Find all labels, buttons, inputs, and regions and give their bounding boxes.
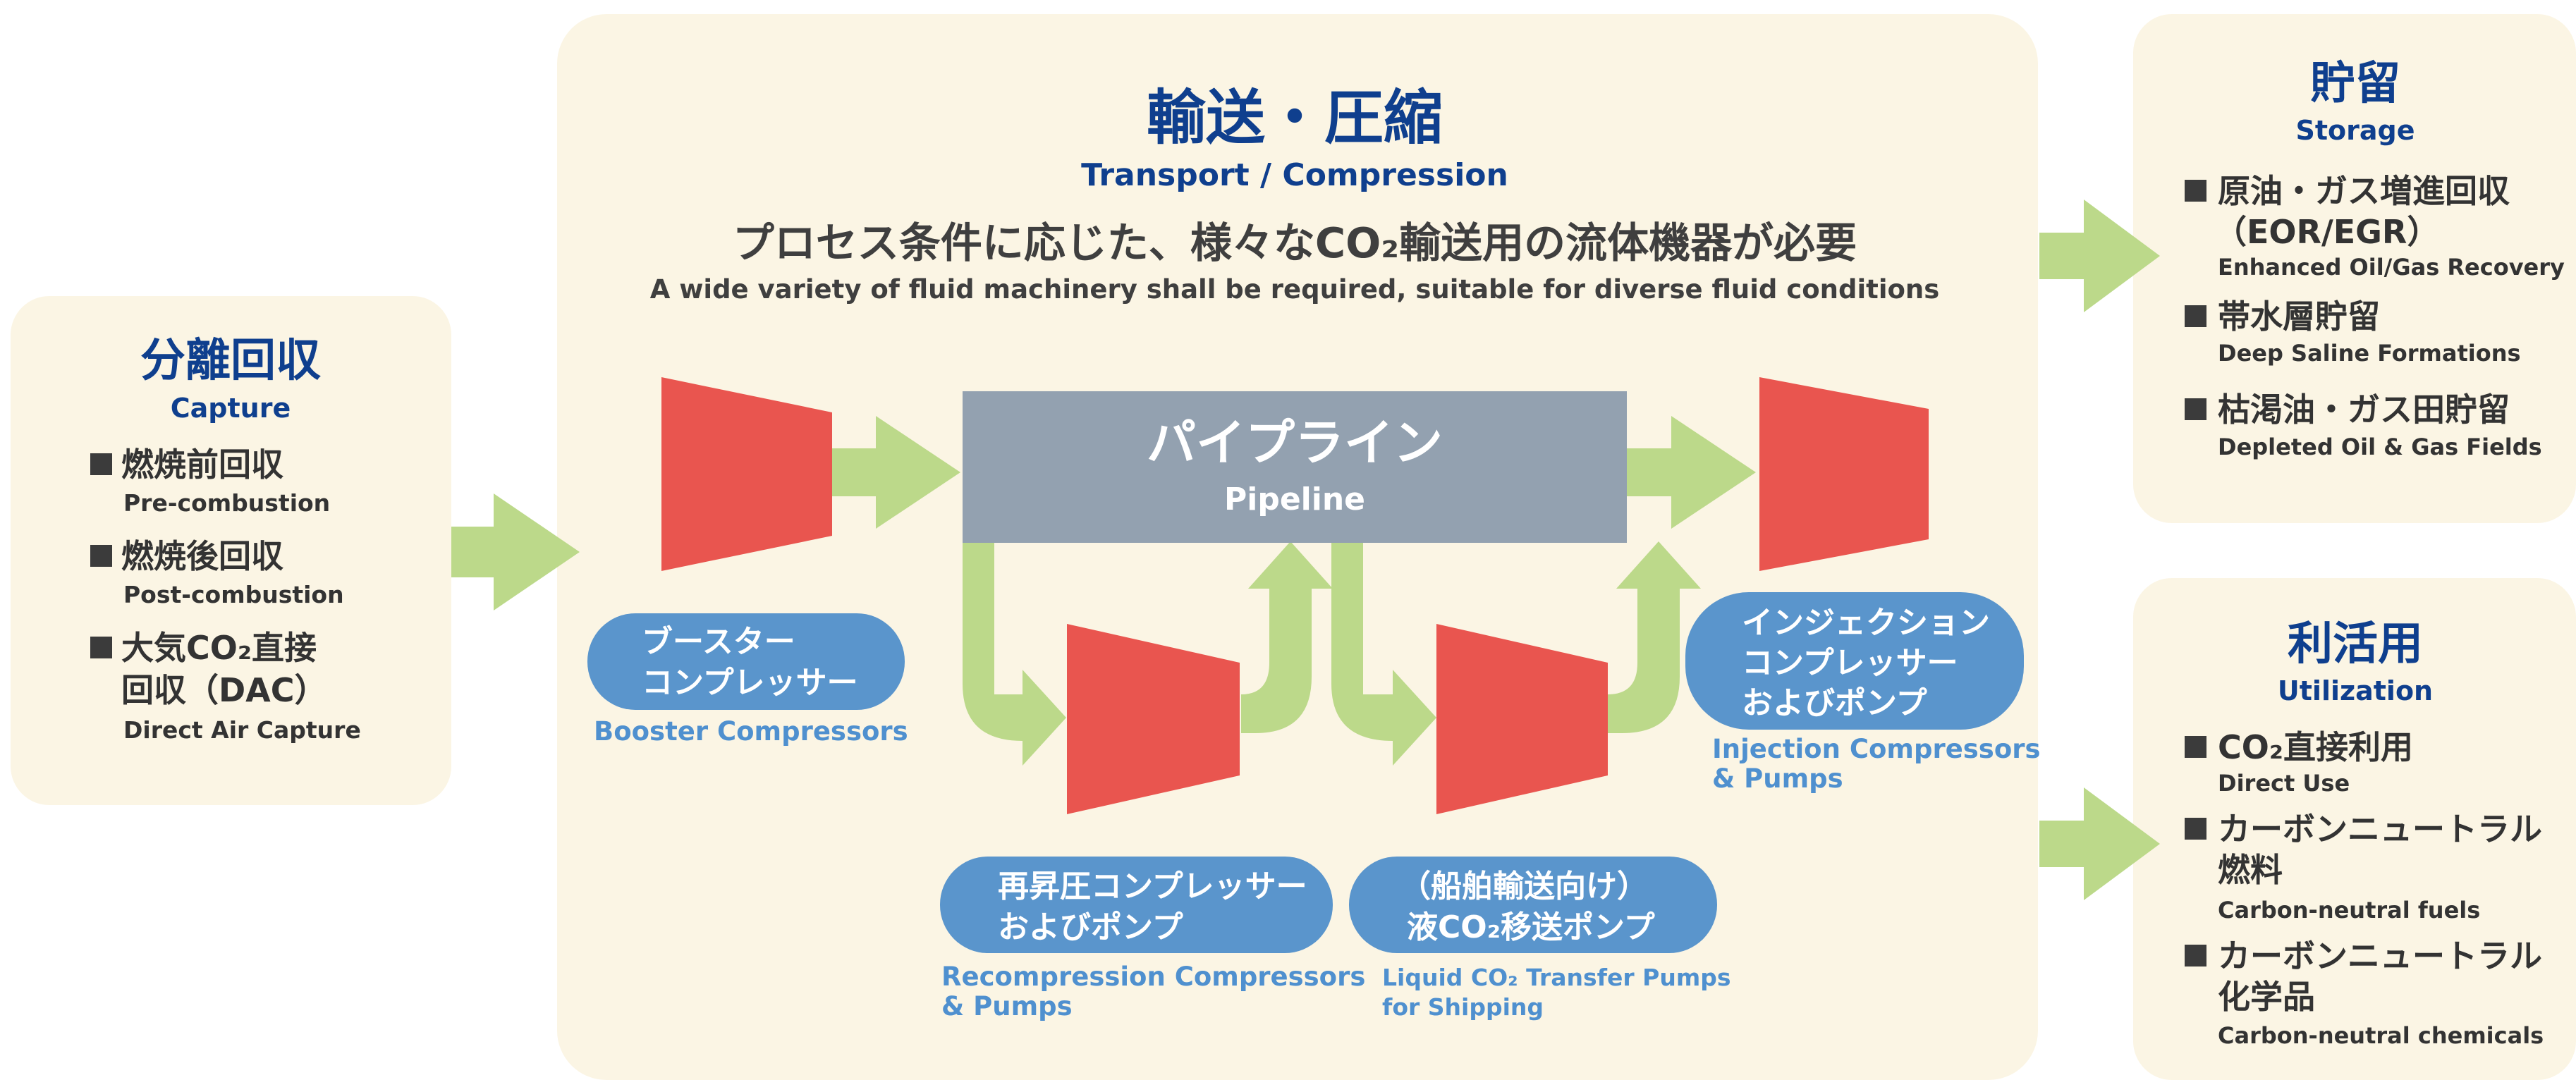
injection-pill-jp-line1: インジェクション <box>1742 605 1990 641</box>
capture-item-2-en: Post-combustion <box>123 581 344 608</box>
transport-subtitle: Transport / Compression <box>1081 157 1508 193</box>
pipeline-box <box>963 391 1627 543</box>
bullet-icon <box>90 637 112 658</box>
transfer-pump-pill <box>1349 857 1717 953</box>
capture-item-3-en: Direct Air Capture <box>123 716 361 744</box>
pipeline-to-transfer-pump-arrow <box>1331 543 1436 766</box>
recompression-to-pipeline-arrow <box>1241 541 1333 733</box>
transport-title: 輸送・圧縮 <box>1147 83 1443 152</box>
transport-headline-en: A wide variety of fluid machinery shall … <box>650 274 1940 305</box>
capture-subtitle: Capture <box>171 393 291 424</box>
capture-title: 分離回収 <box>140 335 321 387</box>
transport-to-storage-arrow <box>2039 200 2160 312</box>
capture-item-3-jp-line2: 回収（DAC） <box>121 671 327 709</box>
pipeline-label-jp: パイプライン <box>1147 414 1443 472</box>
capture-panel <box>11 296 451 805</box>
pipeline-label-en: Pipeline <box>1224 481 1365 517</box>
storage-item-3-jp: 枯渇油・ガス田貯留 <box>2218 391 2510 429</box>
injection-en-line1: Injection Compressors <box>1712 734 2041 764</box>
storage-item-1-jp-line1: 原油・ガス増進回収 <box>2218 172 2510 210</box>
utilization-item-1-jp: CO₂直接利用 <box>2218 728 2413 766</box>
bullet-icon <box>2185 180 2206 202</box>
storage-item-1-en: Enhanced Oil/Gas Recovery <box>2218 254 2565 281</box>
capture-item-3-jp-line1: 大気CO₂直接 <box>121 629 317 667</box>
transfer-pump-pill-jp-line1: （船舶輸送向け） <box>1400 869 1648 904</box>
recompression-en-line1: Recompression Compressors <box>941 962 1365 992</box>
transfer-pump-en-line2: for Shipping <box>1382 993 1544 1021</box>
transfer-pump-to-pipeline-arrow <box>1608 541 1701 733</box>
transfer-pump-pill-jp-line2: 液CO₂移送ポンプ <box>1407 909 1655 945</box>
booster-compressor-icon <box>661 377 832 571</box>
booster-pill <box>587 613 905 710</box>
utilization-panel <box>2133 578 2576 1080</box>
capture-to-transport-arrow <box>451 493 580 610</box>
booster-en-line1: Booster Compressors <box>594 716 908 747</box>
storage-item-3-en: Depleted Oil & Gas Fields <box>2218 434 2542 460</box>
utilization-item-1-en: Direct Use <box>2218 770 2350 797</box>
booster-pill-jp-line2: コンプレッサー <box>642 665 858 701</box>
pipeline-to-recompression-arrow <box>963 543 1066 766</box>
utilization-item-3-en: Carbon-neutral chemicals <box>2218 1022 2544 1049</box>
recompression-pill <box>940 857 1333 953</box>
bullet-icon <box>2185 945 2206 967</box>
injection-pill-jp-line3: およびポンプ <box>1742 685 1927 721</box>
bullet-icon <box>2185 305 2206 327</box>
recompression-compressor-icon <box>1067 624 1240 814</box>
bullet-icon <box>2185 818 2206 840</box>
recompression-en-line2: & Pumps <box>941 991 1073 1021</box>
utilization-title: 利活用 <box>2288 618 2423 670</box>
capture-item-1-en: Pre-combustion <box>123 489 330 517</box>
utilization-item-3-jp-line1: カーボンニュートラル <box>2218 937 2542 975</box>
booster-pill-jp-line1: ブースター <box>642 624 795 660</box>
booster-to-pipeline-arrow <box>831 416 960 529</box>
bullet-icon <box>2185 398 2206 420</box>
utilization-item-2-en: Carbon-neutral fuels <box>2218 897 2480 923</box>
bullet-icon <box>90 545 112 567</box>
storage-item-2-jp: 帯水層貯留 <box>2218 297 2380 336</box>
transport-headline-jp: プロセス条件に応じた、様々なCO₂輸送用の流体機器が必要 <box>733 219 1857 267</box>
transport-panel <box>557 14 2038 1080</box>
capture-item-1-jp: 燃焼前回収 <box>121 446 283 484</box>
storage-item-1-jp-line2: （EOR/EGR） <box>2214 213 2439 251</box>
bullet-icon <box>90 453 112 475</box>
storage-subtitle: Storage <box>2296 115 2415 146</box>
transport-to-utilization-arrow <box>2039 787 2160 900</box>
pipeline-to-injection-arrow <box>1627 416 1756 529</box>
utilization-subtitle: Utilization <box>2278 675 2433 706</box>
utilization-item-2-jp-line2: 燃料 <box>2218 851 2283 889</box>
bullet-icon <box>2185 736 2206 758</box>
injection-pill <box>1685 592 2024 730</box>
recompression-pill-jp-line2: およびポンプ <box>998 909 1183 945</box>
storage-item-2-en: Deep Saline Formations <box>2218 340 2521 367</box>
injection-en-line2: & Pumps <box>1712 763 1843 794</box>
transfer-pump-en-line1: Liquid CO₂ Transfer Pumps <box>1382 964 1730 991</box>
injection-pill-jp-line2: コンプレッサー <box>1742 645 1958 681</box>
capture-item-2-jp: 燃焼後回収 <box>121 537 283 575</box>
utilization-item-2-jp-line1: カーボンニュートラル <box>2218 810 2542 848</box>
injection-compressor-icon <box>1759 377 1929 571</box>
utilization-item-3-jp-line2: 化学品 <box>2218 978 2315 1016</box>
transfer-pump-icon <box>1436 624 1608 814</box>
storage-title: 貯留 <box>2310 58 2400 110</box>
storage-panel <box>2133 14 2576 523</box>
recompression-pill-jp-line1: 再昇圧コンプレッサー <box>998 869 1307 904</box>
